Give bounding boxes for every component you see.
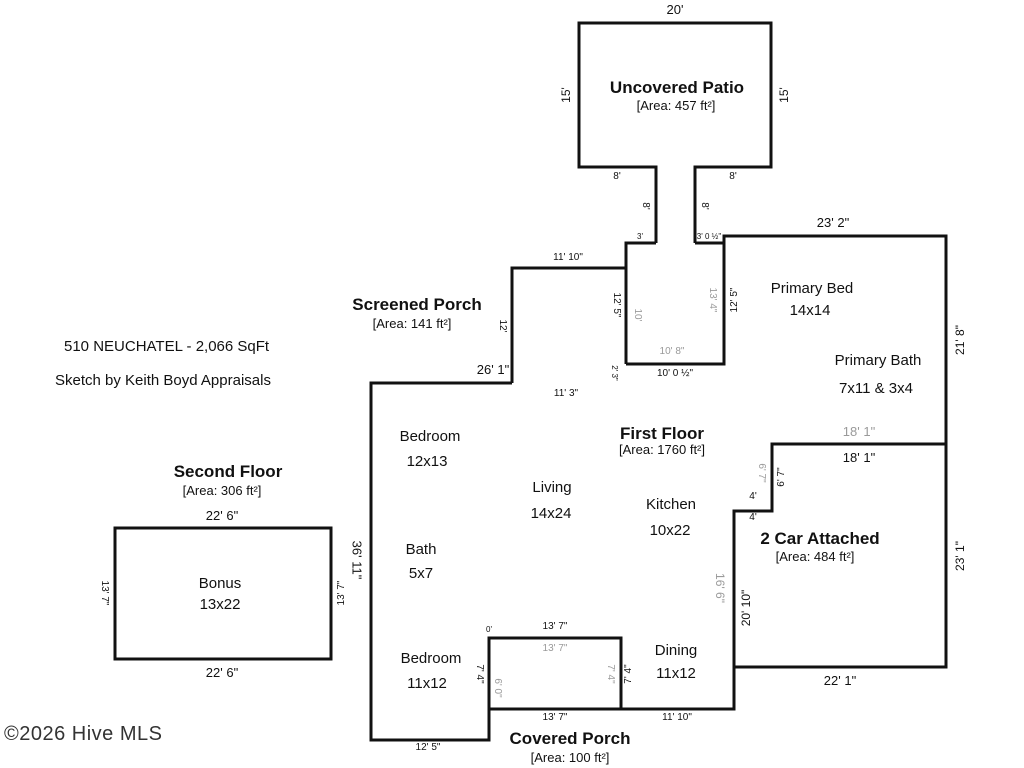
- dim-garage-bottom: 22' 1": [823, 673, 857, 688]
- covered-porch-area: [Area: 100 ft²]: [530, 750, 610, 765]
- bedroom1-size: 12x13: [406, 453, 448, 470]
- dim-porch-inner-grey: 10': [632, 308, 643, 322]
- dim-porch-left: 12': [497, 319, 508, 333]
- patio-outline: [577, 21, 773, 243]
- garage-title: 2 Car Attached: [760, 529, 880, 548]
- main-house-outline: [369, 381, 948, 742]
- dim-cporch-right-grey: 7' 4": [605, 664, 616, 684]
- dim-main-bottom-left: 12' 5": [415, 742, 441, 753]
- kitchen-size: 10x22: [649, 522, 691, 539]
- dim-cporch-small: 0': [486, 625, 492, 634]
- second-floor-title: Second Floor: [173, 462, 283, 481]
- dim-stem-right-small: 3' 0 ½": [696, 232, 722, 241]
- dim-garage-left-grey: 16' 6": [713, 573, 727, 603]
- uncovered-patio-title: Uncovered Patio: [609, 78, 745, 97]
- dim-porch-inner-small: 2' 3": [610, 365, 619, 381]
- primary-wing-outline: [624, 241, 656, 268]
- primary-bath-size: 7x11 & 3x4: [839, 380, 913, 397]
- dim-stem-left-small: 3': [637, 232, 643, 241]
- uncovered-patio-area: [Area: 457 ft²]: [636, 98, 716, 113]
- dim-bed-bottom: 10' 0 ½": [656, 368, 694, 379]
- living-size: 14x24: [530, 505, 572, 522]
- covered-porch-outline: [487, 636, 623, 709]
- screened-porch-area: [Area: 141 ft²]: [372, 316, 452, 331]
- dim-porch-right: 12' 5": [611, 292, 622, 318]
- dim-patio-left: 15': [559, 87, 573, 103]
- dim-cporch-top: 13' 7": [542, 621, 568, 632]
- dim-cporch-left-grey: 6' 0": [492, 678, 503, 698]
- dim-main-top-left: 26' 1": [476, 362, 510, 377]
- dim-patio-right: 15': [777, 87, 791, 103]
- dim-cporch-bottom: 13' 7": [542, 712, 568, 723]
- dim-garage-top-grey: 18' 1": [842, 424, 876, 439]
- primary-wing-right: [695, 234, 948, 444]
- dim-patio-top: 20': [666, 2, 684, 17]
- dim-bed-top: 23' 2": [816, 215, 850, 230]
- first-floor-area: [Area: 1760 ft²]: [619, 442, 705, 457]
- dim-porch-bottom: 11' 3": [553, 388, 579, 399]
- second-floor-area: [Area: 306 ft²]: [182, 483, 262, 498]
- dim-bonus-top: 22' 6": [205, 508, 239, 523]
- primary-bed-size: 14x14: [789, 302, 831, 319]
- dim-garage-left: 20' 10": [739, 589, 753, 627]
- first-floor-title: First Floor: [619, 424, 705, 443]
- dim-bed-left-grey: 13' 4": [707, 287, 718, 313]
- dim-bonus-bottom: 22' 6": [205, 665, 239, 680]
- watermark: ©2026 Hive MLS: [4, 723, 163, 745]
- primary-bath-name: Primary Bath: [834, 352, 922, 369]
- primary-bed-bottom: [626, 236, 726, 366]
- covered-porch-title: Covered Porch: [509, 729, 631, 748]
- garage-area: [Area: 484 ft²]: [775, 549, 855, 564]
- dim-garage-top: 18' 1": [842, 450, 876, 465]
- bonus-outline: [113, 526, 333, 661]
- dining-name: Dining: [654, 642, 698, 659]
- bath-name: Bath: [405, 541, 437, 558]
- bedroom1-name: Bedroom: [399, 428, 461, 445]
- screened-porch-outline: [510, 266, 628, 383]
- dim-right-upper: 21' 8": [953, 325, 967, 355]
- dining-size: 11x12: [656, 665, 696, 682]
- bedroom2-name: Bedroom: [400, 650, 462, 667]
- dim-garage-step: 6' 7": [776, 467, 787, 487]
- dim-cporch-top-grey: 13' 7": [542, 643, 568, 654]
- bonus-name: Bonus: [198, 575, 242, 592]
- dim-cporch-right: 7' 4": [623, 664, 634, 684]
- dim-garage-right: 23' 1": [953, 541, 967, 571]
- dim-garage-step-h1: 4': [749, 491, 757, 502]
- address-line: 510 NEUCHATEL - 2,066 SqFt: [64, 338, 270, 355]
- bedroom2-size: 11x12: [407, 675, 447, 692]
- sketch-credit: Sketch by Keith Boyd Appraisals: [55, 372, 271, 389]
- primary-bed-name: Primary Bed: [770, 280, 854, 297]
- dim-main-left: 36' 11": [349, 540, 365, 580]
- kitchen-name: Kitchen: [645, 496, 697, 513]
- dim-bonus-left: 13' 7": [99, 580, 110, 606]
- dim-bed-bottom-grey: 10' 8": [659, 346, 685, 357]
- bonus-size: 13x22: [199, 596, 241, 613]
- dim-stem-right-v: 8': [699, 202, 710, 210]
- dim-porch-top: 11' 10": [553, 252, 583, 263]
- living-name: Living: [532, 479, 572, 496]
- dim-garage-step-h2: 4': [749, 512, 757, 523]
- dim-stem-left-h: 8': [613, 171, 621, 182]
- bath-size: 5x7: [408, 565, 434, 582]
- dim-stem-right-h: 8': [729, 171, 737, 182]
- dim-dining-bottom: 11' 10": [662, 712, 692, 723]
- dim-cporch-left: 7' 4": [474, 664, 485, 684]
- dim-bonus-right: 13' 7": [336, 580, 347, 606]
- screened-porch-title: Screened Porch: [352, 295, 482, 314]
- dim-stem-left-v: 8': [640, 202, 651, 210]
- dim-garage-step-grey: 6' 7": [756, 463, 767, 483]
- dim-bed-left: 12' 5": [729, 287, 740, 313]
